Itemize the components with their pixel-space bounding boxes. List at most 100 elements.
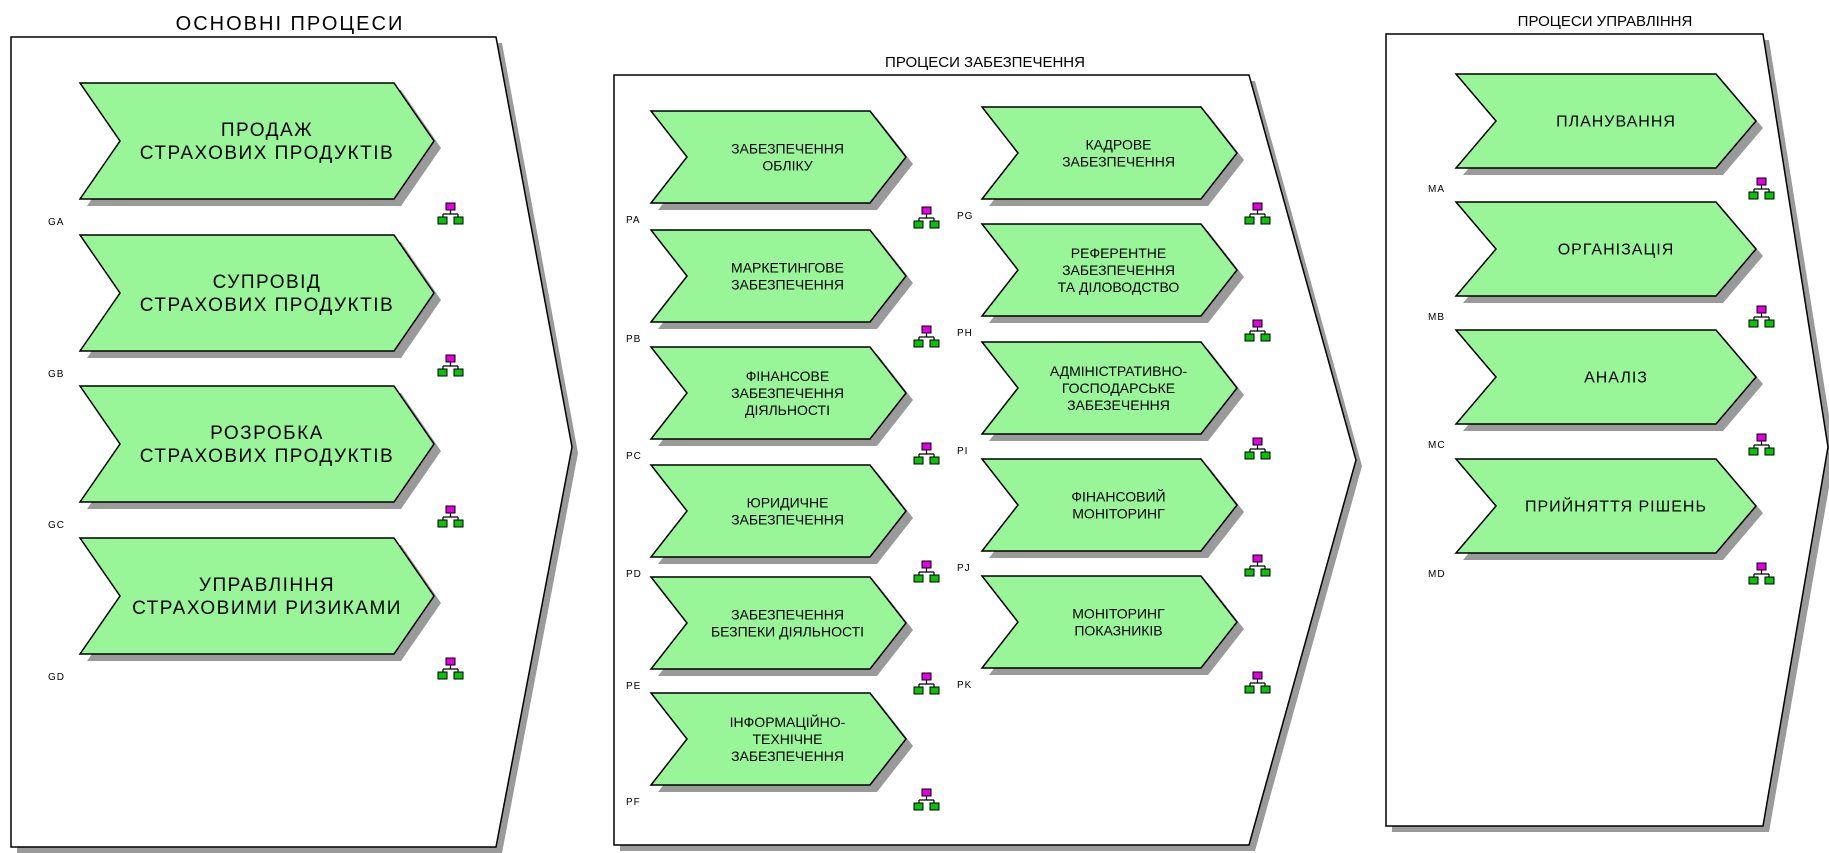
process-chevron[interactable] [1454,458,1757,554]
process-chevron[interactable] [1454,201,1757,297]
process-label-line: ЮРИДИЧНЕ [747,494,829,510]
hierarchy-icon[interactable] [913,325,940,348]
hierarchy-icon[interactable] [437,657,464,680]
process-label-line: ЗАБЕЗПЕЧЕННЯ [731,385,844,401]
process-label-line: ФІНАНСОВИЙ [1071,487,1165,504]
hierarchy-icon[interactable] [913,788,940,811]
process-label-line: ЗАБЕЗПЕЧЕННЯ [731,140,844,156]
process-chevron[interactable] [1454,329,1757,425]
process-label-line: СУПРОВІД [213,272,322,293]
process-code: PC [626,451,642,462]
hierarchy-icon[interactable] [1748,177,1775,200]
process-label-line: ПЛАНУВАННЯ [1556,114,1676,131]
process-label-line: МАРКЕТИНГОВЕ [731,259,844,275]
process-chevron[interactable] [980,341,1238,435]
hierarchy-icon[interactable] [1244,202,1271,225]
group-management-title: ПРОЦЕСИ УПРАВЛІННЯ [1518,13,1693,30]
hierarchy-icon[interactable] [913,206,940,229]
process-code: PG [957,211,973,222]
process-chevron[interactable] [649,229,907,323]
process-label-line: ЗАБЕЗПЕЧЕННЯ [731,276,844,292]
process-label-line: ЗАБЕЗПЕЧЕННЯ [1062,153,1175,169]
process-chevron[interactable] [649,110,907,204]
group-support-title: ПРОЦЕСИ ЗАБЕЗПЕЧЕННЯ [885,54,1085,71]
process-chevron[interactable] [980,106,1238,200]
process-label-line: МОНІТОРИНГ [1072,505,1165,521]
process-code: GA [48,217,64,228]
process-chevron[interactable] [78,385,435,503]
process-ma[interactable]: ПЛАНУВАННЯ MA [1428,73,1775,200]
process-label-line: ТЕХНІЧНЕ [752,731,822,747]
process-code: GB [48,369,64,380]
process-chevron[interactable] [649,464,907,558]
process-label-line: ЗАБЕЗПЕЧЕННЯ [731,606,844,622]
hierarchy-icon[interactable] [913,560,940,583]
process-code: PD [626,569,642,580]
process-label-line: ПРИЙНЯТТЯ РІШЕНЬ [1525,497,1707,516]
hierarchy-icon[interactable] [437,505,464,528]
process-chevron[interactable] [649,692,907,786]
hierarchy-icon[interactable] [1244,554,1271,577]
hierarchy-icon[interactable] [1244,671,1271,694]
hierarchy-icon[interactable] [913,442,940,465]
process-code: PB [626,334,641,345]
process-label-line: БЕЗПЕКИ ДІЯЛЬНОСТІ [711,623,864,639]
process-label-line: ГОСПОДАРСЬКЕ [1062,380,1175,396]
hierarchy-icon[interactable] [1748,562,1775,585]
process-label-line: СТРАХОВИХ ПРОДУКТІВ [140,143,394,164]
hierarchy-icon[interactable] [437,354,464,377]
process-label-line: ЗАБЕЗЕЧЕННЯ [1067,397,1170,413]
process-chevron[interactable] [78,537,435,655]
process-code: GC [48,520,65,531]
process-chevron[interactable] [649,576,907,670]
process-chevron[interactable] [1454,73,1757,169]
process-label-line: КАДРОВЕ [1085,136,1151,152]
hierarchy-icon[interactable] [1244,437,1271,460]
process-code: PJ [957,563,971,574]
process-chevron[interactable] [980,458,1238,552]
process-label-line: ЗАБЕЗПЕЧЕННЯ [731,748,844,764]
hierarchy-icon[interactable] [1748,305,1775,328]
process-label-line: ТА ДІЛОВОДСТВО [1058,279,1180,295]
process-code: PE [626,681,641,692]
process-label-line: СТРАХОВИХ ПРОДУКТІВ [140,446,394,467]
process-label-line: УПРАВЛІННЯ [199,575,335,596]
process-chevron[interactable] [78,234,435,352]
process-chevron[interactable] [980,223,1238,317]
hierarchy-icon[interactable] [1748,433,1775,456]
process-code: PF [626,797,641,808]
process-label-line: ОБЛІКУ [762,157,812,173]
group-main-title: ОСНОВНІ ПРОЦЕСИ [176,13,405,35]
process-label-line: ЗАБЕЗПЕЧЕННЯ [731,511,844,527]
process-chevron[interactable] [980,575,1238,669]
process-label-line: АДМІНІСТРАТИВНО- [1050,363,1188,379]
process-chevron[interactable] [649,346,907,440]
process-label-line: ЗАБЕЗПЕЧЕННЯ [1062,262,1175,278]
process-chevron[interactable] [78,82,435,200]
hierarchy-icon[interactable] [437,202,464,225]
process-label-line: ПРОДАЖ [221,120,313,141]
process-code: MA [1428,184,1445,195]
hierarchy-icon[interactable] [1244,319,1271,342]
hierarchy-icon[interactable] [913,672,940,695]
process-code: PI [957,446,968,457]
